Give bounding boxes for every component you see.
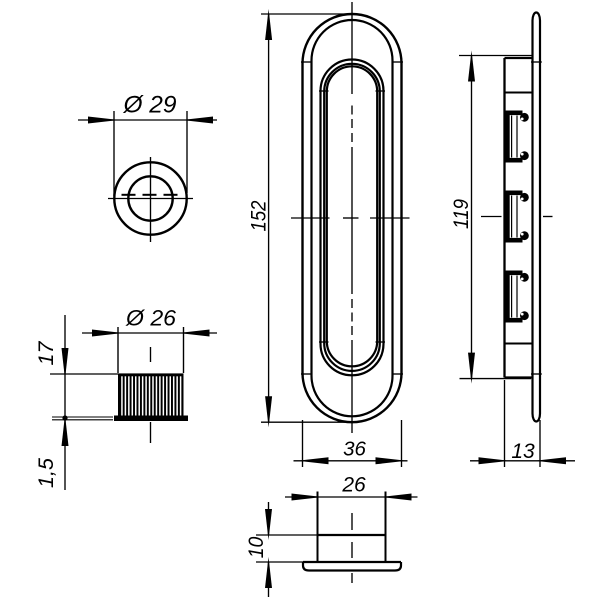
svg-text:Ø 26: Ø 26 xyxy=(125,306,177,331)
svg-text:152: 152 xyxy=(247,200,271,231)
svg-text:17: 17 xyxy=(34,341,58,366)
svg-text:26: 26 xyxy=(341,474,366,497)
svg-text:13: 13 xyxy=(511,440,535,463)
svg-text:10: 10 xyxy=(244,537,268,559)
svg-text:Ø 29: Ø 29 xyxy=(122,92,176,119)
svg-text:119: 119 xyxy=(449,199,473,229)
svg-text:36: 36 xyxy=(343,438,366,461)
svg-text:1,5: 1,5 xyxy=(34,457,58,488)
